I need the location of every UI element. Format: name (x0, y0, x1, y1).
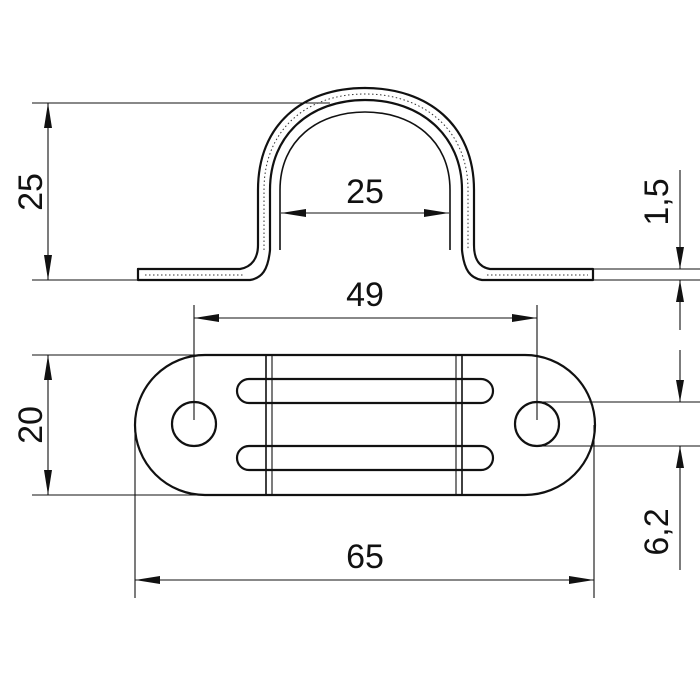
dim-width-top: 20 (12, 354, 205, 496)
slot-upper (235, 377, 495, 405)
dim-label-height-side: 25 (12, 173, 50, 211)
dim-label-hole-spacing: 49 (346, 276, 384, 314)
dim-label-inner-width: 25 (346, 173, 384, 211)
arrow-head-bottom (44, 255, 52, 280)
dim-overall-length: 65 (134, 425, 595, 598)
slot-lower (235, 444, 495, 472)
arrow-head-top (676, 380, 684, 402)
clamp-inner-arc (279, 111, 451, 250)
arrow-head-top (44, 103, 52, 128)
arrow-head-top (676, 247, 684, 269)
arrow-head-left (194, 314, 219, 322)
arrow-head-left (281, 209, 306, 217)
band-hatching (263, 93, 469, 250)
arrow-head-bottom (44, 470, 52, 495)
dim-label-hole-diameter: 6,2 (638, 508, 676, 555)
dim-height-side: 25 (12, 102, 330, 281)
plate-outline (133, 353, 597, 497)
arrow-head-bottom (676, 446, 684, 468)
arrow-head-right (569, 576, 594, 584)
arrow-head-right (512, 314, 537, 322)
arrow-head-top (44, 355, 52, 380)
dim-label-width-top: 20 (12, 406, 50, 444)
arrow-head-left (135, 576, 160, 584)
dim-hole-spacing: 49 (193, 276, 538, 420)
dim-label-thickness: 1,5 (638, 178, 676, 225)
clamp-inner-profile (136, 86, 367, 271)
top-view (133, 353, 597, 497)
arrow-head-right (424, 209, 449, 217)
dim-inner-width: 25 (281, 173, 449, 217)
dim-label-overall-length: 65 (346, 538, 384, 576)
dim-hole-diameter: 6,2 (537, 350, 700, 570)
arrow-head-bottom (676, 280, 684, 302)
side-view (136, 86, 595, 282)
clamp-outer-profile (136, 86, 595, 282)
dim-thickness: 1,5 (593, 170, 700, 330)
